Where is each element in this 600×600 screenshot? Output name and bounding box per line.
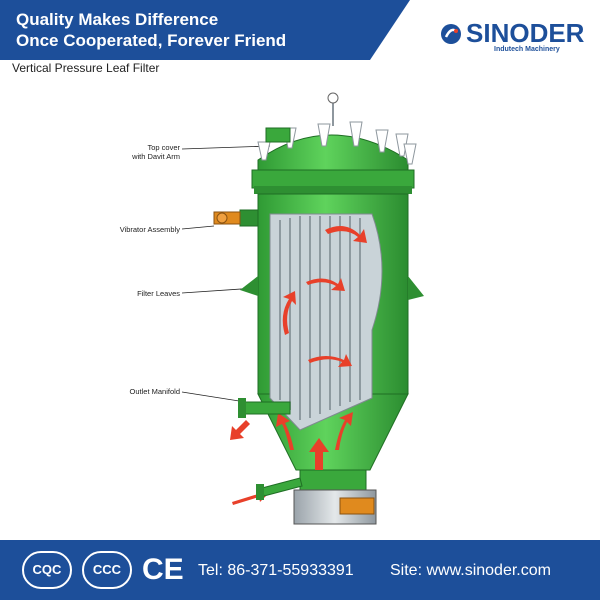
cqc-cert-icon: CQC	[22, 551, 72, 589]
right-bracket	[408, 276, 424, 300]
vibrator-assembly	[213, 209, 259, 227]
brand-logo-icon	[441, 24, 461, 44]
cutaway-filter-leaves	[269, 213, 383, 431]
flow-arrows	[230, 226, 367, 505]
callout-top-cover-line1: Top cover	[147, 143, 180, 152]
pressure-gauge-icon	[327, 92, 339, 104]
ccc-cert-icon: CCC	[82, 551, 132, 589]
brand-name: SINODER	[466, 18, 585, 48]
inlet-pipe	[256, 477, 303, 500]
filter-illustration	[181, 92, 424, 525]
slogan-line-2: Once Cooperated, Forever Friend	[16, 31, 287, 50]
top-cover-davit-arm	[257, 121, 417, 165]
contact-website[interactable]: Site: www.sinoder.com	[390, 562, 551, 579]
left-bracket	[240, 276, 258, 296]
product-title: Vertical Pressure Leaf Filter	[12, 61, 160, 75]
callout-vibrator: Vibrator Assembly	[119, 225, 180, 234]
callout-filter-leaves: Filter Leaves	[137, 289, 180, 298]
contact-phone: Tel: 86-371-55933391	[198, 562, 354, 579]
slogan-line-1: Quality Makes Difference	[16, 10, 219, 29]
callout-top-cover: Top cover with Davit Arm	[110, 143, 180, 161]
outlet-manifold-pipe	[238, 398, 291, 418]
logo-panel	[370, 0, 600, 60]
davit-arm	[265, 127, 291, 143]
brand-subtitle: Indutech Machinery	[494, 46, 560, 53]
callout-top-cover-line2: with Davit Arm	[132, 152, 180, 161]
callout-outlet-manifold: Outlet Manifold	[129, 387, 180, 396]
ce-mark-icon: CE	[142, 553, 184, 586]
